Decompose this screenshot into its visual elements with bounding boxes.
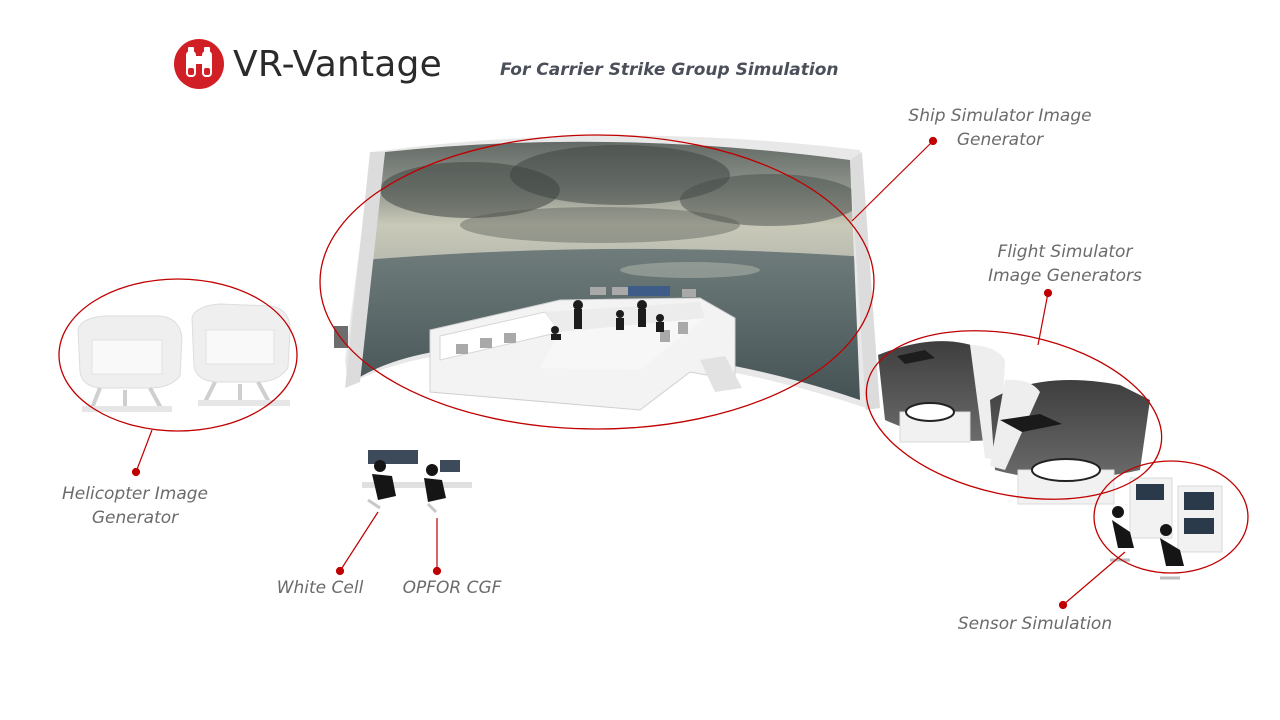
white-cell-label: White Cell [276, 578, 364, 598]
brand: VR-Vantage [173, 38, 442, 90]
helicopter-label-line1: Helicopter Image [62, 484, 208, 504]
white-cell-leader-line [339, 511, 379, 572]
ship-simulator-label-line1: Ship Simulator Image [908, 106, 1092, 126]
ship-simulator-label: Ship Simulator Image Generator [890, 104, 1110, 152]
helicopter-leader-dot [131, 467, 141, 477]
sensor-consoles [1110, 477, 1223, 580]
operator-stations [362, 450, 472, 514]
sensor-simulation-label: Sensor Simulation [957, 614, 1113, 634]
flight-leader-line [1037, 292, 1049, 346]
sensor-leader-line [1062, 551, 1126, 606]
sensor-leader-dot [1058, 600, 1068, 610]
ship-simulator-label-line2: Generator [956, 130, 1044, 150]
ship-highlight-ellipse [319, 134, 875, 430]
ship-bridge [429, 286, 742, 411]
helicopter-leader-line [135, 429, 153, 473]
brand-name: VR-Vantage [233, 43, 442, 85]
opfor-cgf-label: OPFOR CGF [402, 578, 502, 598]
flight-simulator-label-line2: Image Generators [988, 266, 1142, 286]
page-subtitle: For Carrier Strike Group Simulation [500, 60, 839, 80]
helicopter-highlight-ellipse [58, 278, 298, 432]
white-cell-leader-dot [335, 566, 345, 576]
flight-highlight-ellipse [865, 330, 1163, 500]
flight-simulator-label: Flight Simulator Image Generators [970, 240, 1160, 288]
ship-leader-line [851, 140, 934, 222]
helicopter-simulators [77, 303, 291, 412]
sensor-highlight-ellipse [1093, 460, 1249, 574]
binoculars-icon [174, 39, 224, 89]
flight-simulator-domes [878, 341, 1150, 505]
ship-leader-dot [928, 136, 938, 146]
flight-leader-dot [1043, 288, 1053, 298]
opfor-leader-dot [432, 566, 442, 576]
flight-simulator-label-line1: Flight Simulator [997, 242, 1133, 262]
helicopter-label-line2: Generator [91, 508, 179, 528]
helicopter-label: Helicopter Image Generator [40, 482, 230, 530]
